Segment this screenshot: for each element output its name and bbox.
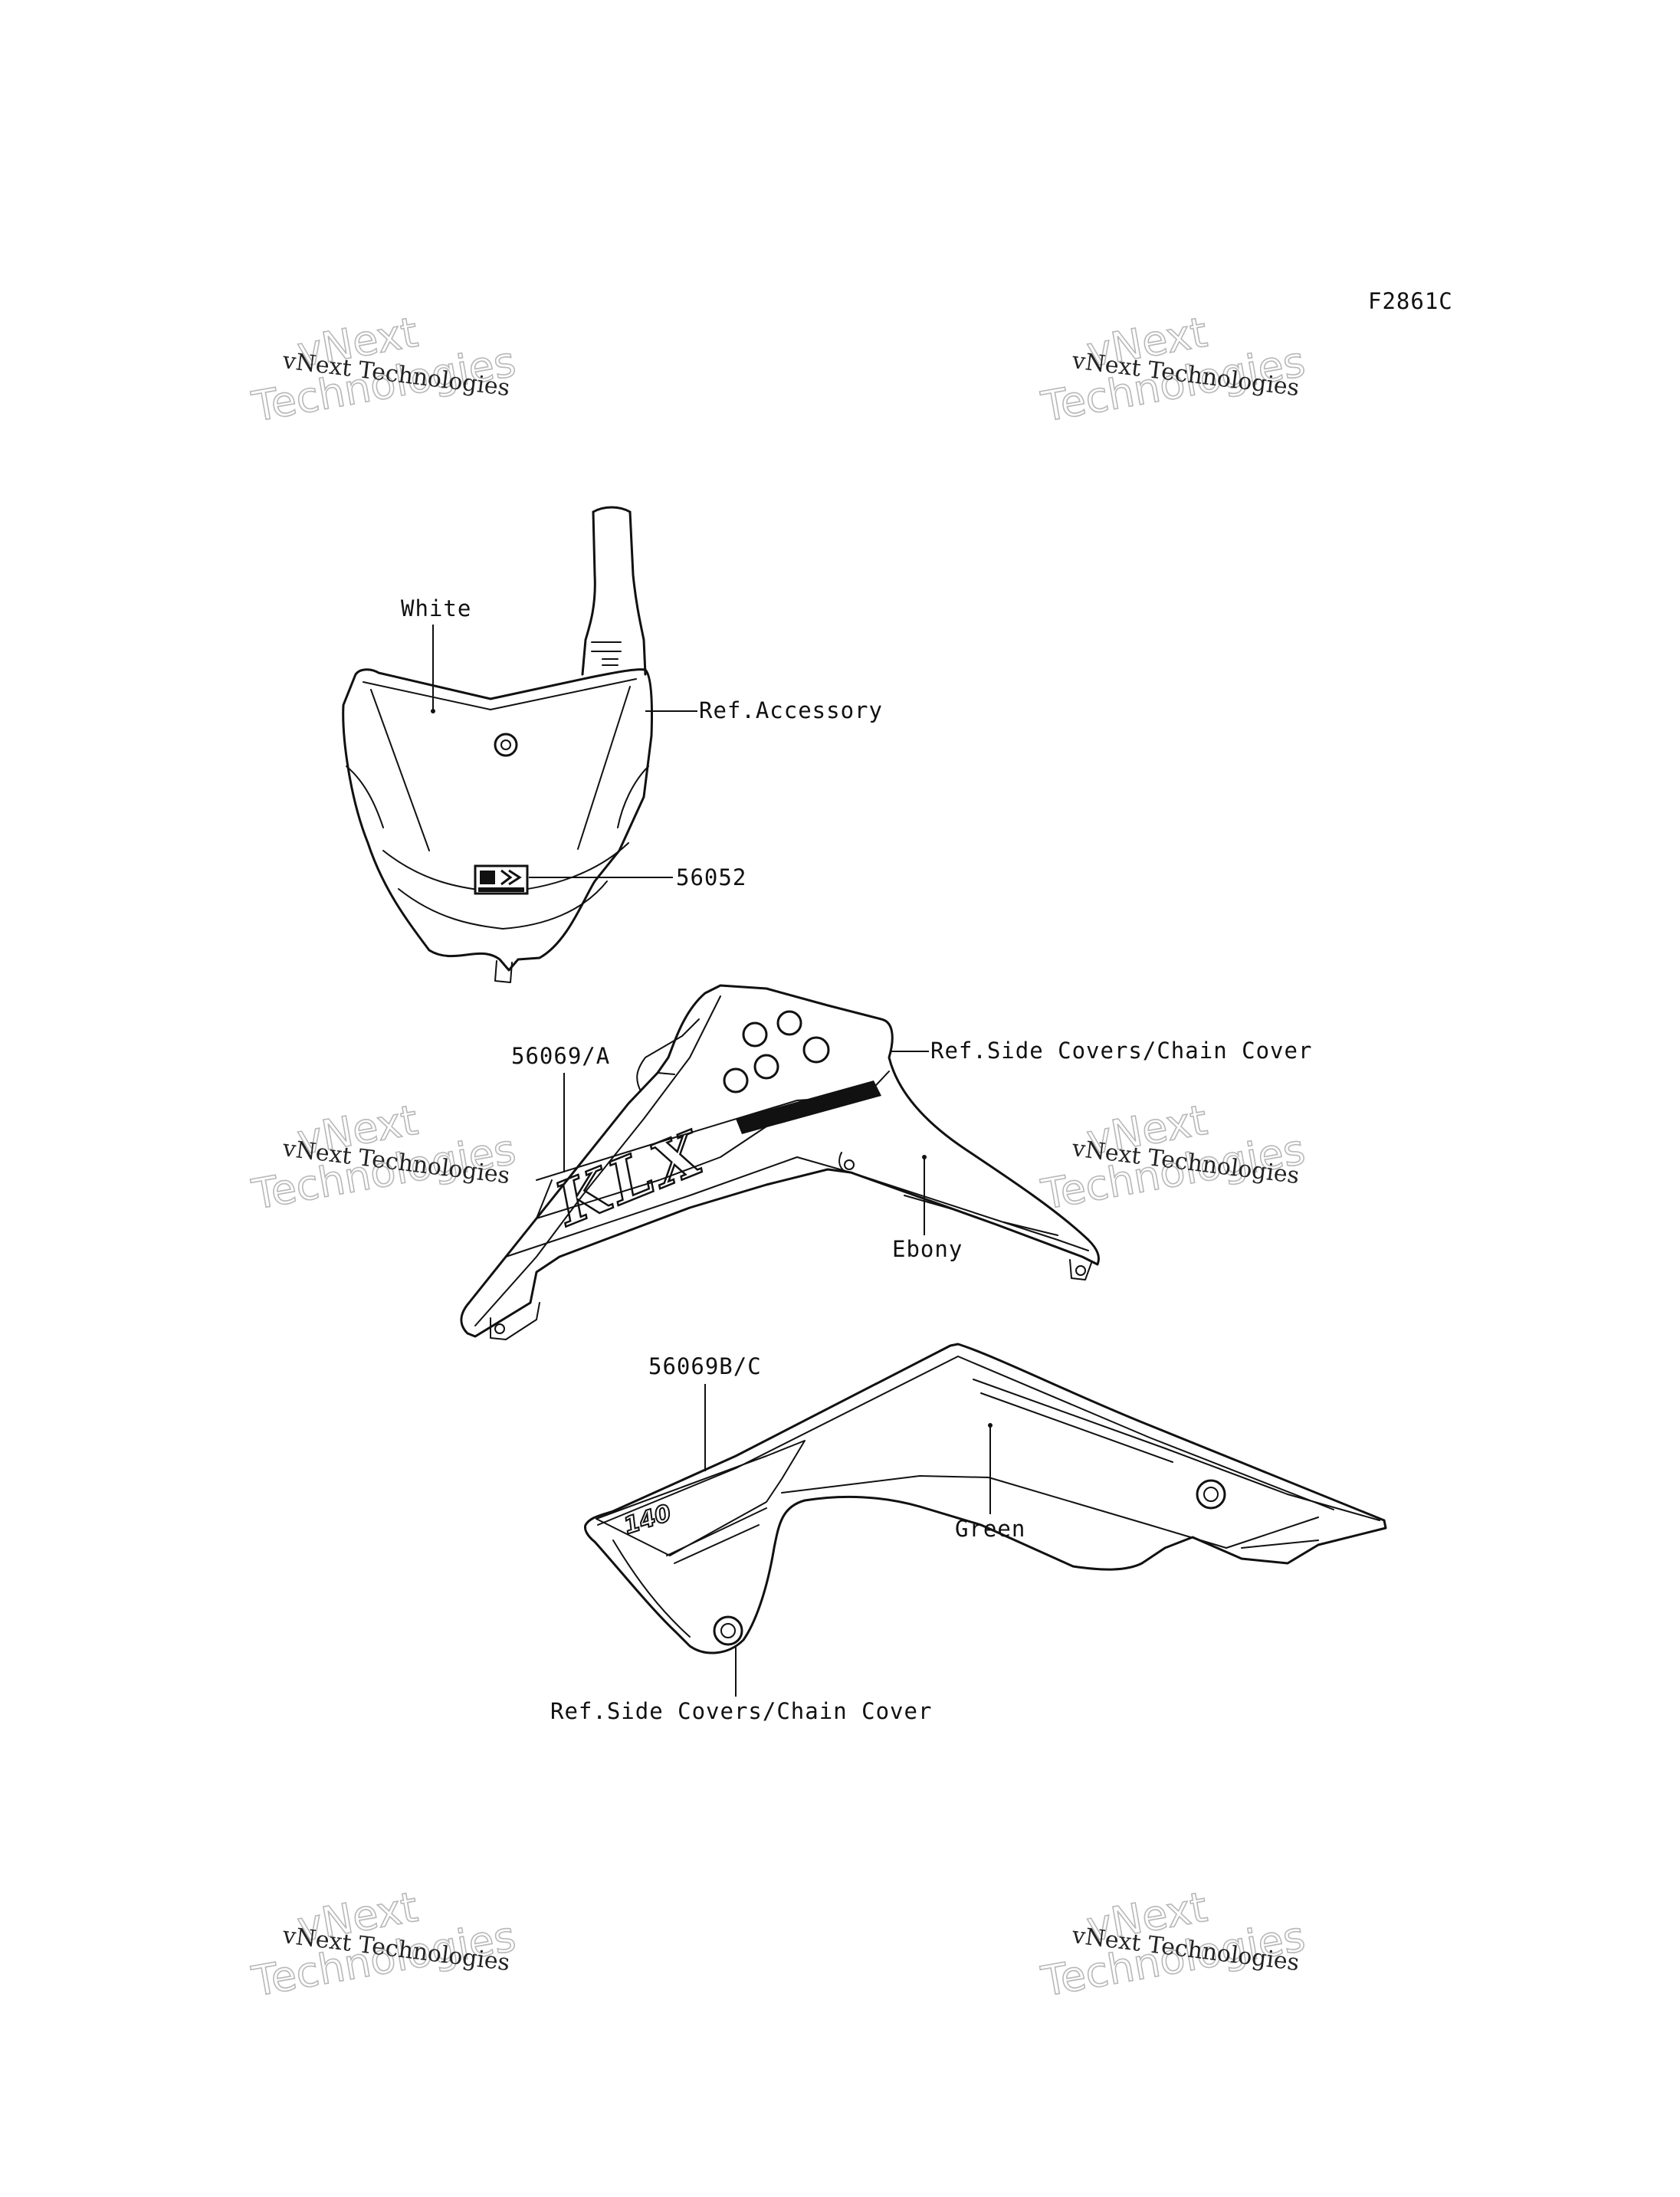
upper-shroud-lower-edge [850,1172,1089,1251]
plate-outline [342,668,654,972]
plate-inner-right [577,686,631,850]
upper-shroud-vents [723,1010,830,1094]
upper-shroud-top-flap [636,1018,700,1092]
label-ref-side-covers-top: Ref.Side Covers/Chain Cover [930,1038,1312,1064]
side-cover-graphic-stripe [666,1507,767,1564]
plate-side-left-a [346,766,384,828]
plate-bottom-tab [494,960,513,983]
side-cover-inner-top [597,1356,1334,1526]
side-cover-rear-edge [1241,1494,1380,1549]
side-cover-inner-band [781,1475,1319,1549]
plate-bolt-icon [494,733,518,757]
upper-shroud-outline [460,984,1100,1338]
side-cover-groove [973,1379,1288,1495]
vent-hole-icon [742,1021,768,1048]
side-cover-grommet-inner-icon [1203,1487,1219,1502]
figure-code: F2861C [1368,288,1453,314]
front-number-plate [342,506,654,983]
side-cover-grommet-icon [1196,1479,1226,1510]
plate-strap-top [592,506,632,513]
leader-green-dot [988,1423,993,1428]
side-cover-grommet-icon [713,1615,743,1646]
plate-lower-band-2 [398,880,608,930]
label-white: White [401,595,471,621]
side-cover-lower-inner [612,1540,691,1638]
plate-side-right-a [617,766,649,828]
plate-strap [581,510,647,676]
model-decal-text: 140 [621,1500,674,1540]
plate-inner-top [363,678,637,710]
label-part-56069bc: 56069B/C [648,1353,762,1379]
vent-hole-icon [776,1010,802,1036]
tab-hole-icon [1075,1265,1086,1276]
upper-shroud-tab-mid [838,1152,853,1174]
label-part-56052: 56052 [676,864,746,890]
plate-bolt-inner-icon [500,739,511,750]
side-cover-outline [584,1343,1387,1654]
upper-shroud-inner-3 [505,1156,851,1258]
upper-shroud-tab-left [490,1302,540,1340]
vent-hole-icon [723,1067,749,1094]
upper-shroud-tab-right [1069,1259,1092,1280]
klx-decal-stripe [736,1080,881,1134]
vent-hole-icon [802,1036,830,1064]
kawasaki-logo-decal-icon [474,864,529,895]
leader-white-dot [431,709,435,713]
upper-shroud-stripe [904,1195,1058,1236]
side-cover-grommet-inner-icon [720,1623,736,1638]
label-part-56069a: 56069/A [511,1043,610,1069]
vent-hole-icon [753,1054,779,1080]
label-ref-accessory: Ref.Accessory [699,697,883,723]
plate-strap-slot [591,641,622,666]
tab-hole-icon [844,1159,855,1170]
label-ebony: Ebony [892,1236,963,1262]
side-cover: 140 [584,1343,1387,1654]
label-ref-side-covers-bottom: Ref.Side Covers/Chain Cover [550,1698,932,1724]
plate-inner-left [370,689,430,851]
leader-ebony-dot [922,1155,927,1159]
label-green: Green [955,1516,1025,1542]
tab-hole-icon [494,1323,505,1334]
side-cover-graphic-panel [596,1440,806,1556]
